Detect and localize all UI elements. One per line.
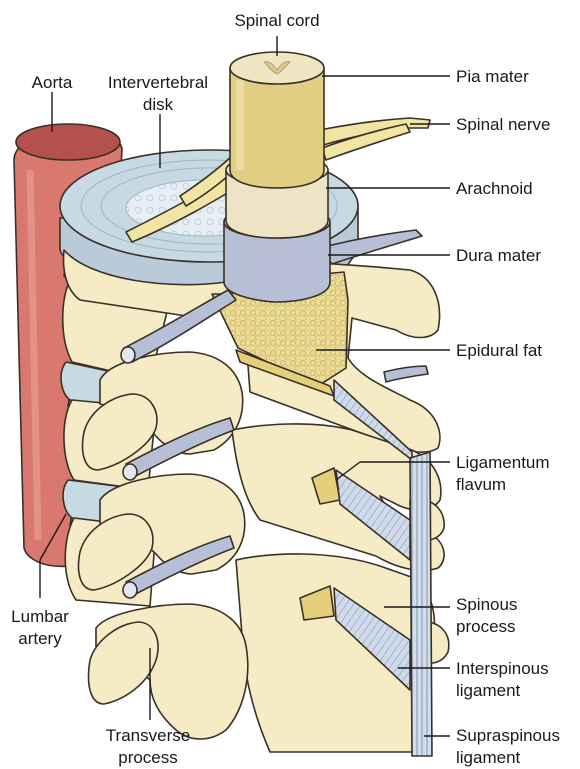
label-spinous-process: Spinous [456,595,517,614]
label-interspinous-ligament-2: ligament [456,681,521,700]
spinal-cord-column [224,52,330,302]
label-pia-mater: Pia mater [456,67,529,86]
label-spinal-cord: Spinal cord [234,11,319,30]
label-ligamentum-flavum: Ligamentum [456,453,550,472]
label-spinal-nerve: Spinal nerve [456,115,551,134]
label-ligamentum-flavum-2: flavum [456,475,506,494]
label-supraspinous-ligament: Supraspinous [456,726,560,745]
supraspinous-ligament [410,452,432,756]
label-transverse-process: Transverse [106,726,190,745]
label-dura-mater: Dura mater [456,246,541,265]
label-intervertebral-disk-2: disk [143,95,174,114]
label-arachnoid: Arachnoid [456,179,533,198]
label-lumbar-artery-2: artery [18,629,62,648]
label-spinous-process-2: process [456,617,516,636]
label-aorta: Aorta [32,73,73,92]
label-epidural-fat: Epidural fat [456,341,542,360]
label-transverse-process-2: process [118,748,178,767]
label-interspinous-ligament: Interspinous [456,659,549,678]
label-supraspinous-ligament-2: ligament [456,748,521,767]
label-lumbar-artery: Lumbar [11,607,69,626]
label-intervertebral-disk: Intervertebral [108,73,208,92]
